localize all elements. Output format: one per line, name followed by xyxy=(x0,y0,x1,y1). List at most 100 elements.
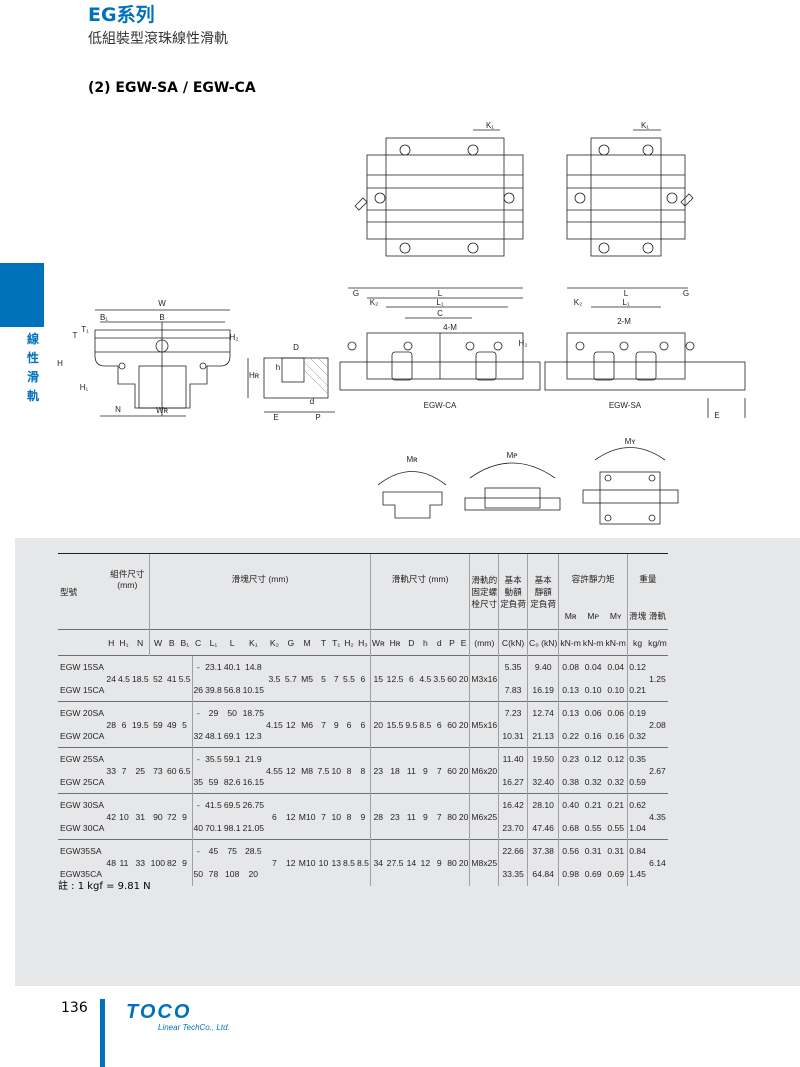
table-cell: 0.62 xyxy=(626,793,648,817)
col-unit: kg/m xyxy=(647,629,668,656)
table-cell: 1.45 xyxy=(626,862,648,886)
table-cell: 50 xyxy=(222,701,242,725)
col-symbol: M xyxy=(297,629,317,656)
col-stat: 基本 靜額 定負荷 xyxy=(526,553,559,630)
table-cell: 2.67 xyxy=(647,747,668,794)
table-cell: 23 xyxy=(369,747,386,794)
moment-mp-diagram xyxy=(464,462,561,511)
table-cell: 4.15 xyxy=(265,701,284,748)
moment-my-label: Mʏ xyxy=(625,437,637,446)
dim-k2-sa: K₂ xyxy=(574,298,582,307)
table-cell: 0.13 xyxy=(558,678,582,702)
table-cell: 13 xyxy=(330,839,342,886)
dim-g-ca: G xyxy=(353,289,359,298)
table-cell: 41 xyxy=(166,655,178,702)
col-mr: Mʀ xyxy=(558,603,582,630)
table-cell: 28 xyxy=(369,793,386,840)
table-cell: 22.66 xyxy=(498,839,528,863)
table-cell: 20 xyxy=(457,655,470,702)
table-cell: 0.23 xyxy=(558,747,582,771)
col-symbol: H₃ xyxy=(355,629,371,656)
table-cell: 9 xyxy=(355,793,371,840)
table-cell: 12.5 xyxy=(385,655,405,702)
chapter-char: 線 xyxy=(26,332,39,346)
col-symbol: H₁ xyxy=(116,629,131,656)
toco-logo-subtitle: Linear TechCo., Ltd. xyxy=(158,1023,230,1032)
holes-ca: 4-M xyxy=(443,323,457,332)
table-cell: 52 xyxy=(149,655,167,702)
model-heading: (2) EGW-SA / EGW-CA xyxy=(88,80,256,96)
header-row-groups: 型號 組件尺寸 (mm) 滑塊尺寸 (mm) 滑軌尺寸 (mm) 滑軌的 固定螺… xyxy=(58,553,668,630)
table-cell: 7.5 xyxy=(316,747,331,794)
table-cell: 24 xyxy=(105,655,117,702)
table-cell: 5.5 xyxy=(177,655,193,702)
table-cell: 73 xyxy=(149,747,167,794)
table-cell: 0.10 xyxy=(584,684,602,695)
col-unit: C₀ (kN) xyxy=(526,629,559,656)
table-cell: 108 xyxy=(225,869,240,879)
col-symbol: B xyxy=(166,629,178,656)
table-cell: 28 xyxy=(105,701,117,748)
dim-e-right: E xyxy=(714,411,719,420)
table-cell: 20 xyxy=(457,701,470,748)
dim-l-sa: L xyxy=(624,289,629,298)
col-weight: 重量 xyxy=(626,553,668,604)
col-symbol: L xyxy=(222,629,242,656)
table-cell: M10 xyxy=(297,793,317,840)
dim-h2-side: H₂ xyxy=(519,339,528,348)
table-cell: 0.32 xyxy=(607,776,625,787)
table-cell: 6 xyxy=(342,701,356,748)
dim-wr: Wʀ xyxy=(156,406,169,415)
rail-section xyxy=(247,357,335,413)
table-cell: 8.5 xyxy=(355,839,371,886)
col-symbol: d xyxy=(432,629,447,656)
col-my: Mʏ xyxy=(609,611,622,622)
table-cell: 7 xyxy=(116,747,131,794)
table-cell: 0.32 xyxy=(584,776,602,787)
table-cell: 60 xyxy=(446,655,458,702)
table-cell: 18.5 xyxy=(130,655,150,702)
chapter-label: 線 性 滑 軌 xyxy=(22,330,44,406)
table-cell: 9.5 xyxy=(404,701,419,748)
table-cell: 0.06 xyxy=(604,701,628,725)
table-cell: 90 xyxy=(149,793,167,840)
series-subtitle: 低組裝型滾珠線性滑軌 xyxy=(88,31,228,47)
col-dyn: 基本 動額 定負荷 xyxy=(498,553,528,630)
table-cell: 0.13 xyxy=(558,701,582,725)
table-cell: 4.55 xyxy=(265,747,284,794)
model-cell: EGW 15CA xyxy=(60,684,105,695)
table-cell: 33 xyxy=(105,747,117,794)
table-cell: 31 xyxy=(130,793,150,840)
table-cell: M5 xyxy=(297,655,317,702)
table-cell: 35.5 xyxy=(204,747,223,771)
table-cell: 60 xyxy=(446,747,458,794)
header-row-moments: Mʀ Mᴘ Mʏ 滑塊 滑軌 xyxy=(58,603,668,630)
table-cell: 7 xyxy=(316,793,331,840)
table-cell: 23.1 xyxy=(204,655,223,679)
table-cell: 42 xyxy=(105,793,117,840)
col-symbol: G xyxy=(283,629,298,656)
table-cell: 34 xyxy=(369,839,386,886)
table-cell: 5.7 xyxy=(283,655,298,702)
table-cell: 33.35 xyxy=(498,862,528,886)
dim-h2: H₂ xyxy=(230,333,239,342)
table-cell: 15 xyxy=(369,655,386,702)
table-cell: 12 xyxy=(283,701,298,748)
table-cell: 1.04 xyxy=(626,816,648,840)
table-cell: 40 xyxy=(191,816,205,840)
col-symbol: E xyxy=(457,629,470,656)
moment-mr-label: Mʀ xyxy=(407,455,419,464)
table-cell: 0.69 xyxy=(607,869,625,879)
footer-bar xyxy=(100,999,105,1067)
dim-l-ca: L xyxy=(438,289,443,298)
table-cell: M3x16 xyxy=(469,655,499,702)
dim-c: C xyxy=(437,309,443,318)
side-view-ca xyxy=(339,287,541,391)
chapter-char: 滑 xyxy=(26,370,39,384)
table-cell: M6 xyxy=(297,701,317,748)
table-cell: 11.40 xyxy=(498,747,528,771)
model-cell: EGW 25SA xyxy=(58,747,106,771)
